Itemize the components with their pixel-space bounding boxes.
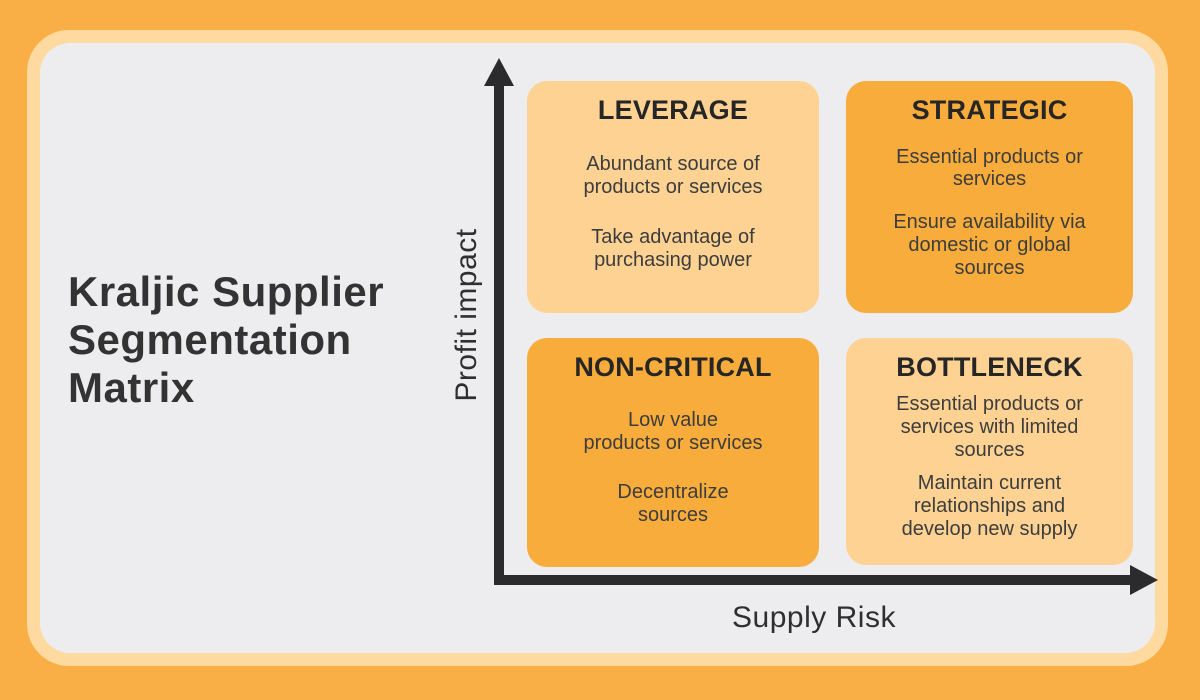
quadrant-non-critical: NON-CRITICAL Low value products or servi… [527,338,819,567]
quadrant-strategic-body: Essential products or services Ensure av… [862,126,1117,299]
page-title: Kraljic Supplier Segmentation Matrix [68,268,385,411]
quadrant-non-critical-desc-1: Low value products or services [583,409,763,455]
quadrant-strategic-desc-1: Essential products or services [896,145,1083,191]
quadrant-leverage-desc-2: Take advantage of purchasing power [591,226,755,271]
quadrant-bottleneck-desc-1: Essential products or services with limi… [896,393,1083,461]
quadrant-bottleneck: BOTTLENECK Essential products or service… [846,338,1133,565]
x-axis-label: Supply Risk [732,601,896,634]
quadrant-bottleneck-body: Essential products or services with limi… [862,383,1117,551]
quadrant-bottleneck-title: BOTTLENECK [896,352,1083,382]
quadrant-leverage-title: LEVERAGE [597,95,749,125]
quadrant-leverage: LEVERAGE Abundant source of products or … [527,81,819,313]
quadrant-strategic-desc-2: Ensure availability via domestic or glob… [893,210,1086,279]
y-axis-label: Profit impact [450,228,483,402]
quadrant-leverage-body: Abundant source of products or services … [543,126,803,299]
quadrant-leverage-desc-1: Abundant source of products or services [583,153,763,199]
quadrant-bottleneck-desc-2: Maintain current relationships and devel… [901,472,1078,540]
quadrant-non-critical-desc-2: Decentralize sources [617,481,729,526]
quadrant-non-critical-title: NON-CRITICAL [574,352,772,382]
quadrant-strategic-title: STRATEGIC [911,95,1068,125]
quadrant-strategic: STRATEGIC Essential products or services… [846,81,1133,313]
quadrant-non-critical-body: Low value products or services Decentral… [543,383,803,553]
